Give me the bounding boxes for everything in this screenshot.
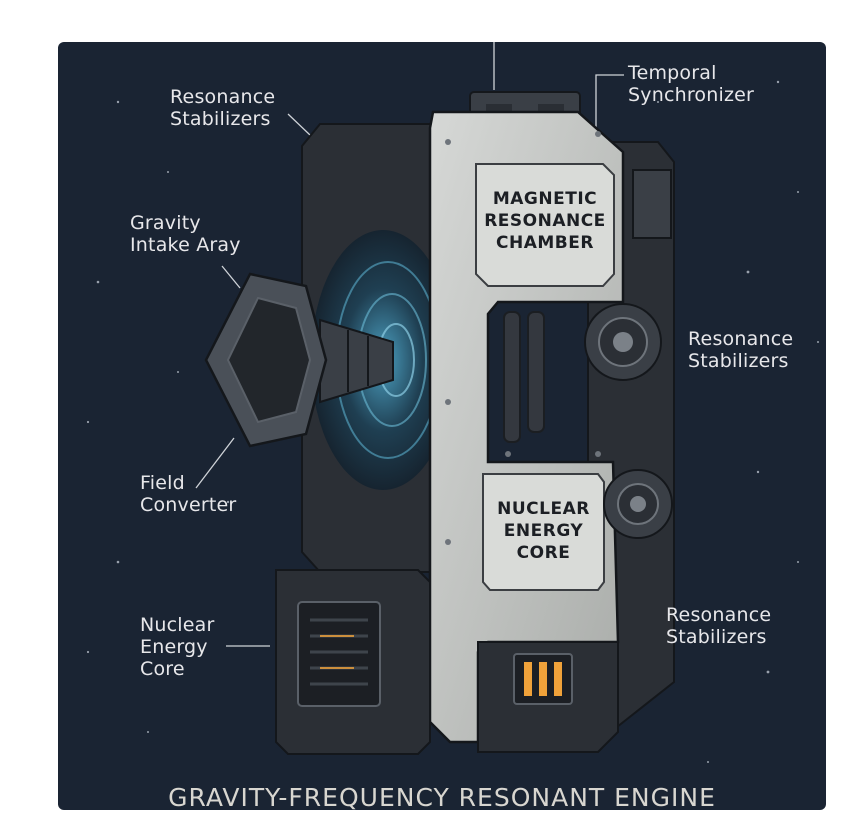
callout-gravity-intake: Gravity Intake Aray <box>130 212 241 256</box>
callout-resonance-stabilizers-right-mid: Resonance Stabilizers <box>688 328 794 372</box>
plate-magnetic-label: MAGNETIC RESONANCE CHAMBER <box>484 189 606 253</box>
bottom-core-housing <box>275 569 619 755</box>
plate-magnetic <box>475 163 615 287</box>
conduits <box>503 311 545 443</box>
callout-nuclear-energy-core: Nuclear Energy Core <box>140 614 215 680</box>
callout-resonance-stabilizers-top-left: Resonance Stabilizers <box>170 86 276 130</box>
starfield <box>86 80 819 763</box>
plate-nuclear-label: NUCLEAR ENERGY CORE <box>497 499 590 563</box>
plate-nuclear <box>482 473 605 591</box>
callout-resonance-stabilizers-right-low: Resonance Stabilizers <box>666 604 772 648</box>
stabilizer-ring-upper <box>584 303 662 381</box>
diagram-panel: MAGNETIC RESONANCE CHAMBER NUCLEAR ENERG… <box>58 42 826 810</box>
hull-bolts <box>445 131 601 545</box>
engine-illustration <box>86 42 819 763</box>
gravity-intake-funnel <box>204 272 394 448</box>
callout-temporal-synchronizer: Temporal Synchronizer <box>628 62 755 106</box>
stabilizer-ring-lower <box>603 469 673 539</box>
diagram-title: GRAVITY-FREQUENCY RESONANT ENGINE <box>168 783 716 810</box>
callout-field-converter: Field Converter <box>140 472 237 516</box>
